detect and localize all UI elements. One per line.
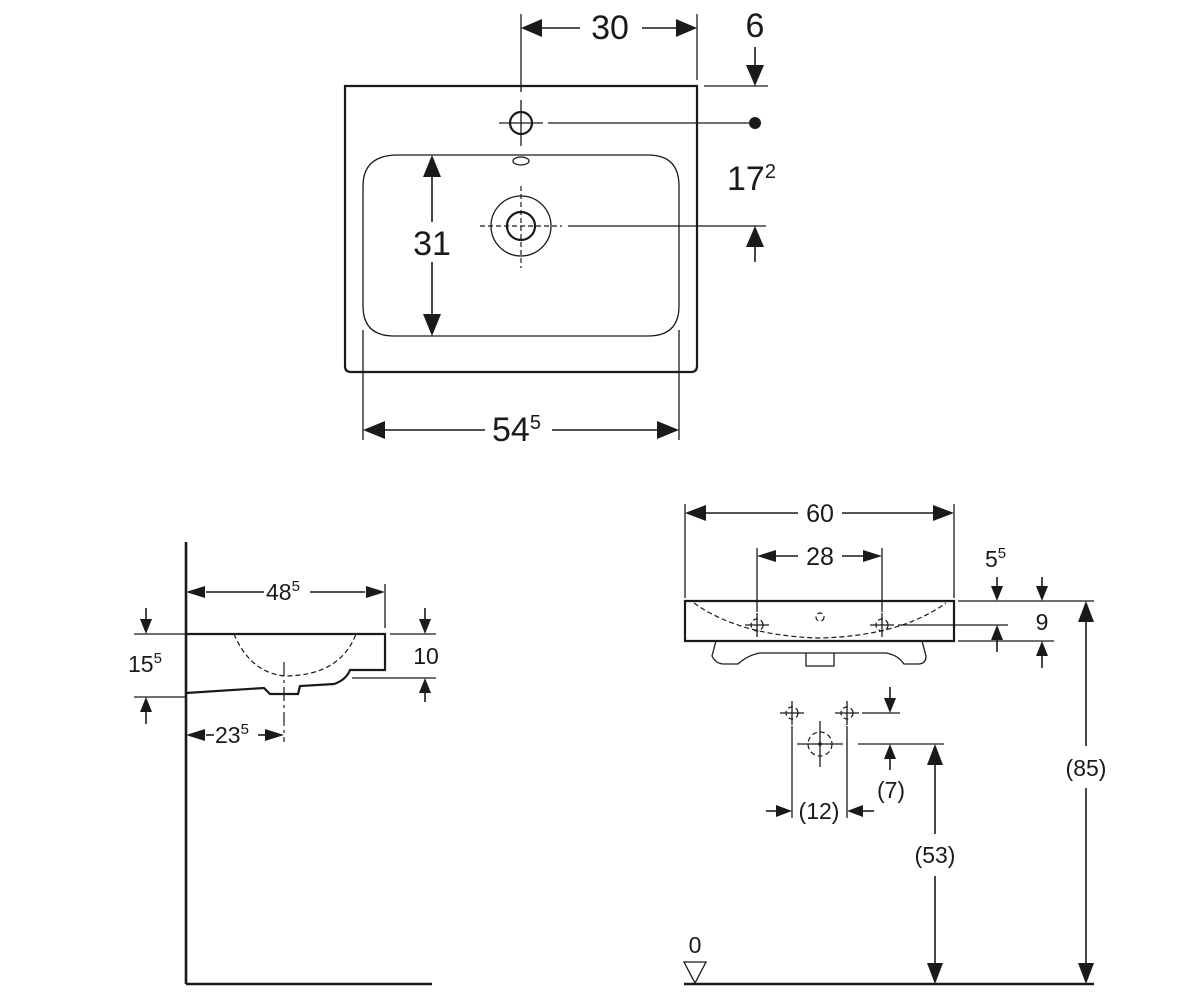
dim-rim-height-floor: (85)	[1066, 755, 1107, 781]
front-view: 0 60 28	[682, 500, 1107, 986]
tap-hole	[499, 100, 543, 146]
dim-supply-spacing: (12)	[799, 798, 840, 824]
top-view: 30 6 172 31 545	[343, 7, 776, 449]
dim-side-total-height: 155	[128, 650, 162, 677]
floor-level-label: 0	[689, 932, 702, 958]
dim-bowl-width: 545	[492, 411, 541, 449]
floor-level-marker	[682, 961, 708, 985]
tap-hole-left-front	[745, 613, 769, 637]
tap-hole-right-front	[870, 613, 894, 637]
basin-front-underside	[711, 640, 927, 665]
basin-side-profile	[185, 632, 387, 696]
dim-bowl-depth: 31	[413, 225, 451, 263]
bowl-front-dashed	[693, 602, 947, 639]
waste-outlet	[797, 721, 843, 767]
dim-front-width: 60	[806, 500, 834, 528]
dim-supply-height: (53)	[915, 842, 956, 868]
dim-top-edge: 6	[746, 7, 765, 45]
bowl-outline	[362, 154, 680, 337]
basin-front-outline	[683, 599, 956, 643]
basin-outline	[343, 84, 699, 374]
side-view: 485 155 10 235	[128, 542, 439, 986]
dim-front-rim: 9	[1036, 609, 1049, 635]
drain-hole	[480, 186, 562, 268]
dim-side-rim-height: 10	[413, 643, 439, 669]
dim-tap-to-drain: 172	[727, 160, 776, 198]
dim-front-top-offset: 55	[985, 545, 1006, 572]
dim-supply-vertical: (7)	[877, 777, 905, 803]
dim-front-hole-spacing: 28	[806, 543, 834, 571]
bowl-side-dashed	[233, 633, 357, 677]
supply-left	[780, 701, 804, 725]
dim-side-drain-offset: 235	[215, 721, 249, 748]
overflow-front	[815, 612, 825, 622]
supply-right	[835, 701, 859, 725]
dim-tap-offset: 30	[591, 9, 629, 47]
drain-stub	[805, 653, 835, 667]
tap-reference-dot	[749, 117, 761, 129]
dim-side-depth: 485	[266, 578, 300, 605]
overflow-hole	[512, 156, 530, 166]
